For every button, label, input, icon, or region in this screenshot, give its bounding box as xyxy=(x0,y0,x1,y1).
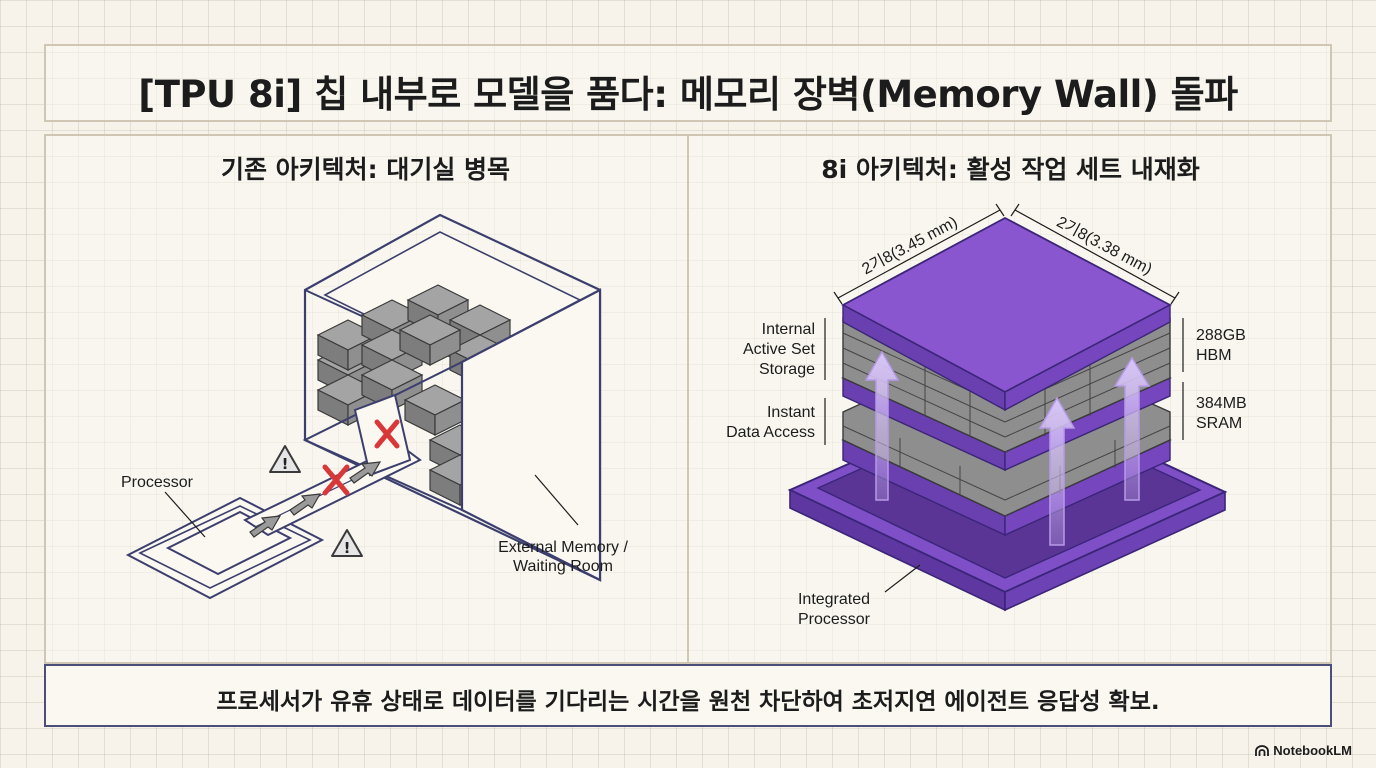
arrow-up-icon xyxy=(864,350,900,501)
page-title: [TPU 8i] 칩 내부로 모델을 품다: 메모리 장벽(Memory Wal… xyxy=(138,73,1238,116)
sram-label-1: 384MB xyxy=(1196,395,1247,412)
title-box: [TPU 8i] 칩 내부로 모델을 품다: 메모리 장벽(Memory Wal… xyxy=(44,44,1332,122)
warning-icon: ! xyxy=(331,529,363,557)
svg-text:!: ! xyxy=(344,539,351,557)
hbm-label-2: HBM xyxy=(1196,347,1232,364)
integrated-processor-label-1: Integrated xyxy=(798,591,870,608)
data-flow-arrows xyxy=(249,461,382,538)
access-label-1: Instant xyxy=(767,404,816,421)
processor-label: Processor xyxy=(121,474,194,491)
notebooklm-logo-icon xyxy=(1255,744,1270,756)
external-memory-label: External Memory / xyxy=(498,539,628,556)
integrated-processor-label-2: Processor xyxy=(798,611,871,628)
storage-label-1: Internal xyxy=(762,321,815,338)
svg-text:!: ! xyxy=(282,455,289,473)
waiting-room-label: Waiting Room xyxy=(513,558,613,575)
summary-text: 프로세서가 유휴 상태로 데이터를 기다리는 시간을 원천 차단하여 초저지연 … xyxy=(216,689,1160,715)
panel-divider xyxy=(687,134,689,664)
data-access-arrows xyxy=(864,350,1151,546)
warning-icon: ! xyxy=(269,445,301,473)
brand-mark: NotebookLM xyxy=(1255,743,1352,758)
blocked-x-icon xyxy=(322,419,400,496)
label-brackets xyxy=(824,318,1184,593)
storage-label-2: Active Set xyxy=(743,341,816,358)
brand-label: NotebookLM xyxy=(1273,743,1352,758)
arrow-up-icon xyxy=(1038,396,1076,546)
hbm-label-1: 288GB xyxy=(1196,327,1246,344)
access-label-2: Data Access xyxy=(726,424,815,441)
sram-label-2: SRAM xyxy=(1196,415,1242,432)
footer-box: 프로세서가 유휴 상태로 데이터를 기다리는 시간을 원천 차단하여 초저지연 … xyxy=(44,664,1332,727)
right-panel-heading: 8i 아키텍처: 활성 작업 세트 내재화 xyxy=(821,155,1200,184)
storage-label-3: Storage xyxy=(759,361,815,378)
arrow-up-icon xyxy=(1113,356,1151,501)
top-lid xyxy=(841,216,1172,412)
left-panel-heading: 기존 아키텍처: 대기실 병목 xyxy=(220,155,511,184)
dimension-lines xyxy=(833,203,1180,305)
